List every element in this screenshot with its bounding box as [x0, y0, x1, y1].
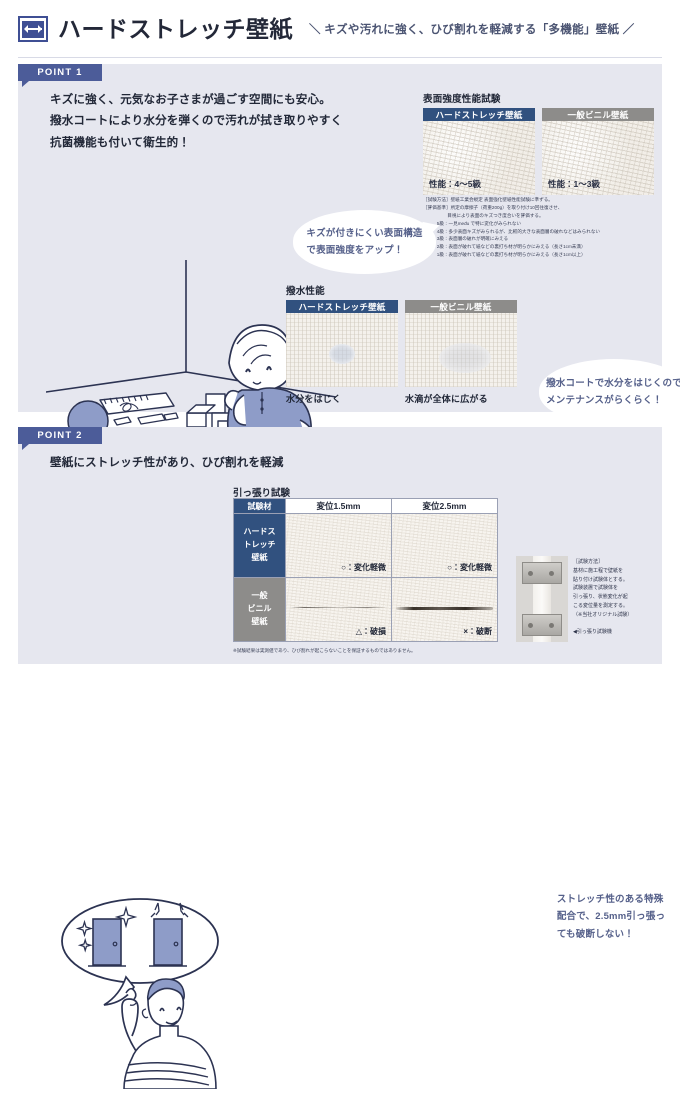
strength-swatch-vinyl: 一般ビニル壁紙 性能：1〜3級: [542, 108, 654, 195]
fineprint-line-2: ［評価基準］所定の摩擦子（荷重200g）を取り付け10回往復させ、: [423, 204, 563, 210]
stretch-table-corner-header: 試験材: [233, 498, 286, 514]
point1-bubble2-line-1: 撥水コートで水分をはじくので: [546, 377, 680, 389]
strength-swatch-hard-image: 性能：4〜5級: [423, 121, 535, 195]
strength-swatch-vinyl-caption: 性能：1〜3級: [548, 179, 600, 189]
surface-strength-test-block: 表面強度性能試験 ハードストレッチ壁紙 性能：4〜5級 一般ビニル壁紙 性能：1…: [423, 91, 654, 195]
point2-bubble-line-1: ストレッチ性のある特殊: [556, 894, 664, 906]
man-pointing-thought-bubble-doors-illustration: [40, 889, 245, 1090]
fineprint-line-1: ［試験方法］壁紙工業会規定 表面強化壁紙性能試験に準ずる。: [423, 197, 553, 202]
surface-strength-test-title: 表面強度性能試験: [423, 94, 501, 105]
stretch-cell-hard-25: ○：変化軽微: [391, 513, 498, 578]
surface-strength-fineprint: ［試験方法］壁紙工業会規定 表面強化壁紙性能試験に準ずる。 ［評価基準］所定の摩…: [423, 196, 600, 259]
stretch-row-label-hard: ハードストレッチ壁紙: [233, 513, 286, 578]
point1-bubble2-line-2: メンテナンスがらくらく！: [546, 395, 663, 406]
stretch-test-table: 試験材 変位1.5mm 変位2.5mm ハードストレッチ壁紙 ○：変化軽微 ○：…: [233, 498, 498, 642]
stretch-test-title: 引っ張り試験: [233, 488, 291, 499]
strength-swatch-vinyl-label: 一般ビニル壁紙: [542, 108, 654, 121]
water-repellency-test-title: 撥水性能: [286, 286, 325, 297]
point1-bubble-line-1: キズが付きにくい表面構造: [306, 227, 423, 239]
point1-badge: POINT 1: [18, 64, 102, 87]
header-divider: [18, 57, 662, 58]
stretch-row-label-vinyl: 一般ビニル壁紙: [233, 577, 286, 642]
apparatus-line-6: こる変位量を測定する。: [573, 602, 629, 609]
water-swatch-vinyl-label: 一般ビニル壁紙: [405, 300, 517, 313]
water-repellency-test-block: 撥水性能 ハードストレッチ壁紙 一般ビニル壁紙 水分をはじく 水滴が全体に広がる: [286, 283, 517, 405]
strength-swatch-vinyl-image: 性能：1〜3級: [542, 121, 654, 195]
apparatus-line-4: 試験装置で試験体を: [573, 585, 619, 592]
table-header-row: 試験材 変位1.5mm 変位2.5mm: [233, 498, 498, 514]
water-droplet-spread: [438, 342, 491, 373]
page-header: ハードストレッチ壁紙 ＼ キズや汚れに強く、ひび割れを軽減する「多機能」壁紙 ／: [0, 0, 680, 58]
point2-bubble-line-3: ても破断しない！: [556, 928, 634, 940]
water-droplet-beaded: [328, 344, 355, 365]
apparatus-description: ［試験方法］ 基材に施工程で壁紙を 貼り付け試験体とする。 試験装置で試験体を …: [573, 558, 668, 619]
point2-lead-line-1: 壁紙にストレッチ性があり、ひび割れを軽減: [50, 457, 284, 469]
fineprint-line-3: 目視により表面のキズつき度合いを評価する。: [423, 212, 544, 218]
stretch-cell-vinyl-15: △：破損: [285, 577, 392, 642]
apparatus-line-7: （※当社オリジナル試験）: [573, 611, 633, 618]
apparatus-line-5: 引っ張り、状態変化が起: [573, 594, 628, 600]
stretch-arrow-icon: [18, 16, 48, 42]
water-swatch-hard-caption: 水分をはじく: [286, 394, 342, 404]
stretch-test-note: ※試験結果は実測値であり、ひび割れが起こらないことを保証するものではありません。: [233, 648, 416, 653]
water-swatch-hard: ハードストレッチ壁紙: [286, 300, 398, 387]
point1-lead-text: キズに強く、元気なお子さまが過ごす空間にも安心。 撥水コートにより水分を弾くので…: [50, 90, 342, 154]
point2-lead-text: 壁紙にストレッチ性があり、ひび割れを軽減: [50, 453, 284, 474]
crack-thin-graphic: [290, 606, 387, 609]
point2-bubble-line-2: 配合で、2.5mm引っ張っ: [556, 911, 666, 923]
point1-panel: POINT 1 キズに強く、元気なお子さまが過ごす空間にも安心。 撥水コートによ…: [18, 64, 680, 461]
stretch-cell-vinyl-15-mark: △：破損: [355, 627, 386, 636]
water-swatch-hard-image: [286, 313, 398, 387]
apparatus-line-1: ［試験方法］: [573, 559, 604, 565]
water-swatch-hard-label: ハードストレッチ壁紙: [286, 300, 398, 313]
point1-lead-line-2: 撥水コートにより水分を弾くので汚れが拭き取りやすく: [50, 115, 343, 128]
point1-lead-line-1: キズに強く、元気なお子さまが過ごす空間にも安心。: [50, 94, 331, 106]
stretch-cell-hard-15-mark: ○：変化軽微: [341, 563, 386, 572]
point2-badge: POINT 2: [18, 427, 102, 450]
crack-thick-graphic: [396, 606, 493, 611]
fineprint-line-5: 4級：多少表面キズがみられるが、比較的大きな表面層の破れなどはみられない: [423, 228, 601, 234]
water-swatch-vinyl: 一般ビニル壁紙: [405, 300, 517, 387]
apparatus-caption: ◀引っ張り試験機: [573, 629, 612, 635]
fineprint-line-6: 3級：表面層の破れが明確にみえる: [423, 236, 509, 242]
apparatus-line-3: 貼り付け試験体とする。: [573, 576, 628, 583]
strength-swatch-hard: ハードストレッチ壁紙 性能：4〜5級: [423, 108, 535, 195]
stretch-cell-hard-15: ○：変化軽微: [285, 513, 392, 578]
tensile-test-jig-photo: [516, 556, 568, 642]
stretch-col-header-2: 変位2.5mm: [391, 498, 498, 514]
point1-bubble-line-2: で表面強度をアップ！: [306, 245, 404, 256]
stretch-cell-hard-25-mark: ○：変化軽微: [447, 563, 492, 572]
strength-swatch-hard-label: ハードストレッチ壁紙: [423, 108, 535, 121]
water-swatch-vinyl-caption: 水滴が全体に広がる: [405, 394, 488, 404]
stretch-col-header-1: 変位1.5mm: [285, 498, 392, 514]
fineprint-line-8: 1級：表面が破れて紙などの裏打ち材が明らかにみえる（長さ1cm以上）: [423, 252, 586, 258]
stretch-cell-vinyl-25: ×：破断: [391, 577, 498, 642]
apparatus-line-2: 基材に施工程で壁紙を: [573, 567, 624, 574]
page-tagline: ＼ キズや汚れに強く、ひび割れを軽減する「多機能」壁紙 ／: [309, 24, 635, 36]
water-swatch-vinyl-image: [405, 313, 517, 387]
fineprint-line-4: 5級：一見među で特に変化がみられない: [423, 220, 522, 226]
point1-lead-line-3: 抗菌機能も付いて衛生的！: [50, 136, 191, 149]
table-row: ハードストレッチ壁紙 ○：変化軽微 ○：変化軽微: [233, 513, 498, 578]
stretch-cell-vinyl-25-mark: ×：破断: [463, 627, 492, 636]
page-title: ハードストレッチ壁紙: [58, 15, 293, 42]
point1-bubble-2: 撥水コートで水分をはじくので メンテナンスがらくらく！: [539, 359, 680, 435]
point2-bubble: ストレッチ性のある特殊 配合で、2.5mm引っ張っ ても破断しない！: [539, 878, 680, 966]
strength-swatch-hard-caption: 性能：4〜5級: [429, 179, 481, 189]
point1-bubble: キズが付きにくい表面構造 で表面強度をアップ！: [293, 210, 442, 274]
fineprint-line-7: 2級：表面が破れて紙などの裏打ち材が明らかにみえる（長さ1cm未満）: [423, 244, 586, 250]
table-row: 一般ビニル壁紙 △：破損 ×：破断: [233, 577, 498, 642]
